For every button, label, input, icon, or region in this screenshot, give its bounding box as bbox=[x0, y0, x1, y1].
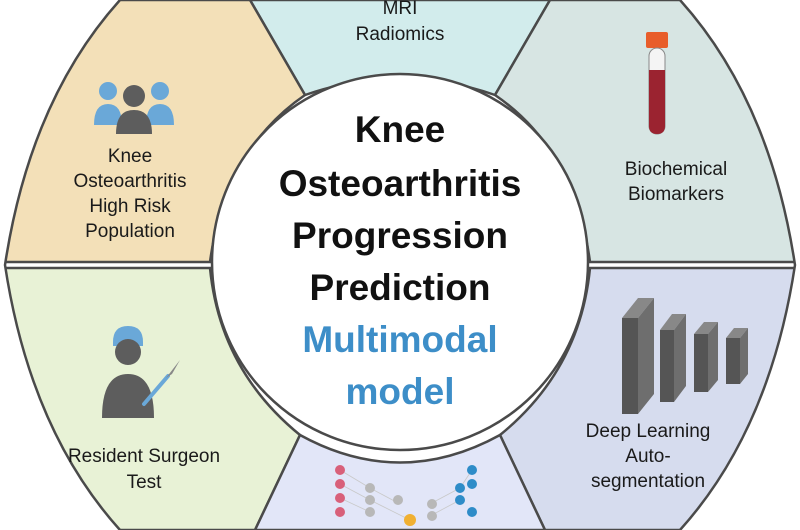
biomarkers-label-line-1: Biochemical bbox=[625, 159, 727, 180]
mri-label-line-2: Radiomics bbox=[356, 24, 445, 45]
population-label-line-3: High Risk bbox=[89, 196, 171, 217]
outer-rim-line-right bbox=[679, 0, 797, 530]
blood-sample-tube-icon bbox=[646, 32, 668, 135]
outer-rim-line-left bbox=[3, 0, 121, 530]
outer-rim-right bbox=[680, 0, 800, 530]
deep-learning-label-line-1: Deep Learning bbox=[586, 421, 711, 442]
people-group-icon bbox=[94, 82, 174, 134]
segment-neural-network bbox=[253, 433, 547, 530]
population-label-line-1: Knee bbox=[108, 146, 152, 167]
deep-learning-label-line-2: Auto- bbox=[625, 446, 670, 467]
surgeon-label-line-2: Test bbox=[127, 472, 163, 493]
center-subtitle-line-2: model bbox=[346, 371, 455, 412]
surgeon-scalpel-icon bbox=[102, 326, 180, 418]
deep-learning-label-line-3: segmentation bbox=[591, 471, 705, 492]
center-title-line-4: Prediction bbox=[310, 267, 491, 308]
surgeon-label-line-1: Resident Surgeon bbox=[68, 446, 220, 467]
population-label-line-2: Osteoarthritis bbox=[74, 171, 187, 192]
center-circle bbox=[210, 72, 590, 452]
population-label-line-4: Population bbox=[85, 221, 175, 242]
center-title-line-1: Knee bbox=[355, 109, 445, 150]
neural-network-icon bbox=[335, 465, 477, 526]
mri-label-line-1: MRI bbox=[383, 0, 418, 19]
center-title-line-2: Osteoarthritis bbox=[279, 163, 522, 204]
deep-learning-layers-icon bbox=[622, 298, 748, 414]
biomarkers-label-line-2: Biomarkers bbox=[628, 184, 724, 205]
center-subtitle-line-1: Multimodal bbox=[302, 319, 497, 360]
outer-rim bbox=[0, 0, 120, 530]
center-title-line-3: Progression bbox=[292, 215, 508, 256]
